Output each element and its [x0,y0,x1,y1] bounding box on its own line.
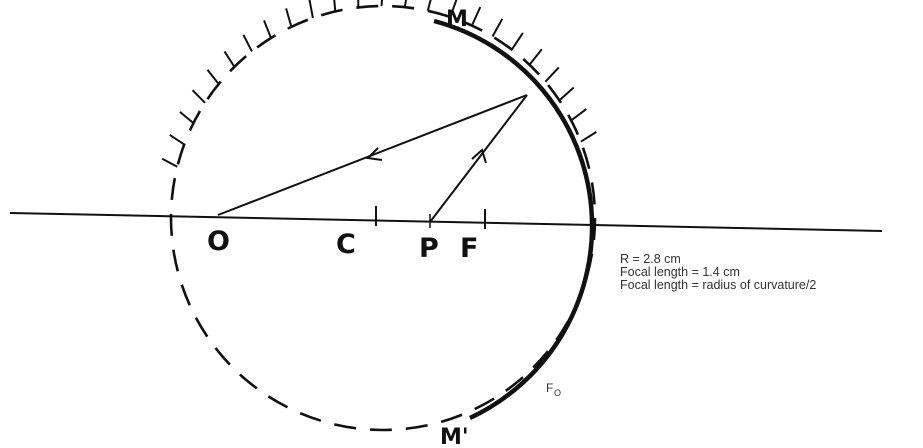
hatch-mark [449,0,458,18]
mirror-hatching [161,0,597,168]
hatch-mark [510,32,524,51]
hatch-mark [191,89,206,104]
hatch-mark [403,0,408,8]
reflected-ray-to-o [217,94,528,216]
note-formula: Focal length = radius of curvature/2 [620,278,817,292]
dashed-circle [169,4,597,432]
label-f: F [460,233,478,264]
hatch-mark [242,34,253,52]
hatch-mark [558,86,575,102]
hatch-mark [580,131,597,143]
hatch-mark [333,0,337,12]
notes-block: R = 2.8 cm Focal length = 1.4 cm Focal l… [620,253,816,292]
hatch-mark [223,50,236,68]
note-focal-length: Focal length = 1.4 cm [620,265,740,279]
incident-ray-from-p [429,94,528,223]
hatch-mark [491,18,504,37]
ray-arrow-up [471,148,487,164]
hatch-mark [528,48,543,66]
hatch-mark [308,0,314,19]
hatch-mark [470,6,482,27]
hatch-mark [380,0,384,7]
hatch-mark [544,66,560,83]
label-m-bottom: M' [440,425,469,448]
principal-axis [9,212,883,232]
hatch-mark [570,108,587,122]
note-radius: R = 2.8 cm [620,252,681,266]
label-c: C [336,229,356,260]
hatch-mark [179,111,195,124]
hatch-mark [161,157,178,168]
concave-mirror-arc [433,18,595,421]
hatch-mark [426,0,432,12]
hatch-mark [206,69,220,85]
label-fo-subscript: O [554,388,561,398]
hatch-mark [263,20,272,39]
hatch-mark [285,8,293,28]
label-m-top: M [446,7,468,32]
ray-arrow-left [365,147,383,161]
hatch-mark [169,134,185,146]
label-fo: F [546,381,553,395]
label-p: P [419,233,439,264]
label-o: O [207,226,230,257]
